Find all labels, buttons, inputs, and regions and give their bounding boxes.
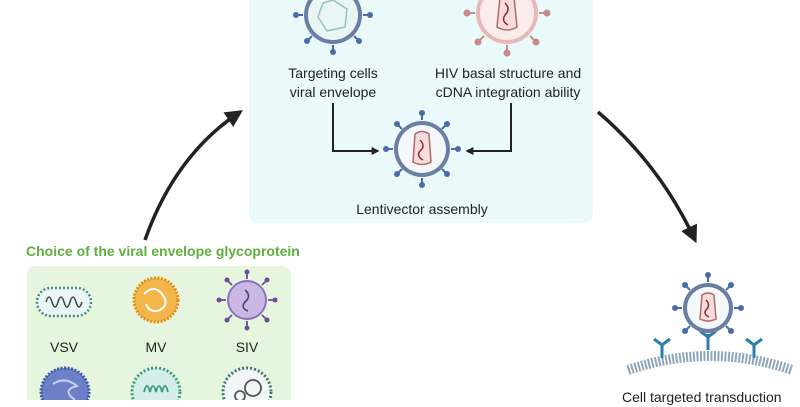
curved-arrow-left xyxy=(143,110,243,241)
elbow-arrow-left xyxy=(332,103,380,155)
label-assembly: Lentivector assembly xyxy=(356,201,488,217)
hiv-virus-icon xyxy=(463,0,551,57)
curved-arrow-right xyxy=(596,110,698,244)
envelope-panel-title: Choice of the viral envelope glycoprotei… xyxy=(26,243,300,259)
docked-lentivector-icon xyxy=(672,272,744,341)
label-targeting: Targeting cells viral envelope xyxy=(288,65,378,100)
lentivector-icon xyxy=(383,110,461,188)
vesicle-virus-icon xyxy=(221,366,273,400)
green-virus-icon xyxy=(130,366,182,400)
virus-label-siv: SIV xyxy=(235,339,259,355)
mv-virus-icon xyxy=(132,276,180,324)
virus-label-vsv: VSV xyxy=(49,339,78,355)
virus-label-mv: MV xyxy=(145,339,167,355)
siv-virus-icon xyxy=(216,269,278,331)
blue-virus-icon xyxy=(39,366,91,400)
cell-membrane xyxy=(626,351,794,375)
envelope-virus-icon xyxy=(293,0,373,55)
label-hiv: HIV basal structure and cDNA integration… xyxy=(434,65,582,100)
vsv-virus-icon xyxy=(35,286,93,318)
elbow-arrow-right xyxy=(465,103,512,155)
label-cell-transduction: Cell targeted transduction xyxy=(622,389,782,405)
